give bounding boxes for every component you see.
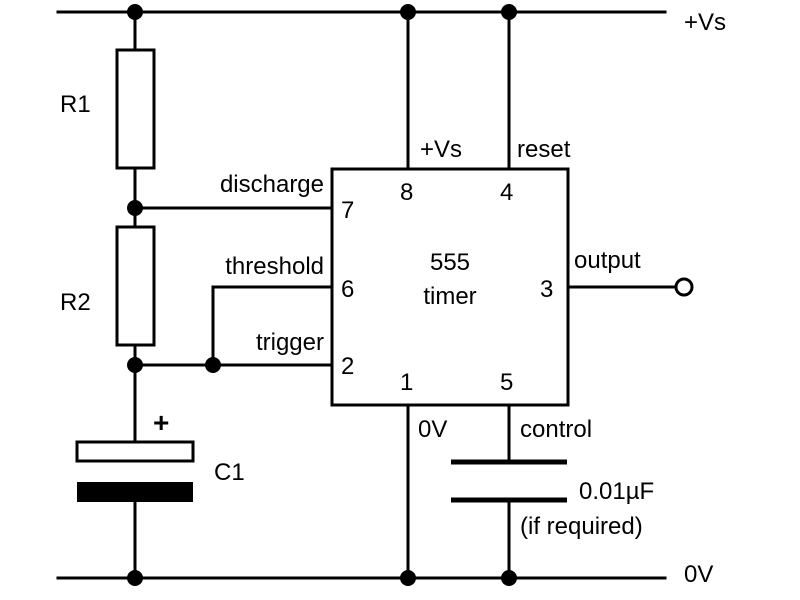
control-cap-note: (if required) bbox=[520, 513, 643, 540]
pin4-number: 4 bbox=[500, 179, 513, 206]
capacitor-c1-plate-positive bbox=[75, 440, 195, 463]
pin2-number: 2 bbox=[341, 353, 354, 380]
positive-rail-label: +Vs bbox=[684, 9, 726, 36]
ground-rail-label: 0V bbox=[684, 561, 713, 588]
pin7-name: discharge bbox=[220, 171, 324, 198]
junction-dot bbox=[501, 570, 517, 586]
pin1-number: 1 bbox=[400, 369, 413, 396]
control-cap-value: 0.01µF bbox=[579, 478, 654, 505]
pin5-number: 5 bbox=[500, 369, 513, 396]
ic-name-line1: 555 bbox=[430, 249, 470, 276]
pin1-name: 0V bbox=[418, 416, 447, 443]
r1-label: R1 bbox=[60, 91, 91, 118]
pin5-name: control bbox=[520, 416, 592, 443]
junction-dot bbox=[127, 570, 143, 586]
pin6-number: 6 bbox=[341, 276, 354, 303]
pin8-name: +Vs bbox=[420, 136, 462, 163]
pin3-number: 3 bbox=[540, 276, 553, 303]
ic-name-line2: timer bbox=[423, 283, 476, 310]
junction-dot bbox=[205, 357, 221, 373]
capacitor-c1-plate-negative bbox=[77, 482, 193, 502]
junction-dot bbox=[127, 200, 143, 216]
resistor-r2 bbox=[115, 225, 156, 347]
pin3-name: output bbox=[574, 247, 641, 274]
pin8-number: 8 bbox=[400, 179, 413, 206]
pin7-number: 7 bbox=[341, 197, 354, 224]
r2-label: R2 bbox=[60, 289, 91, 316]
junction-dot bbox=[400, 570, 416, 586]
pin6-name: threshold bbox=[225, 253, 324, 280]
c1-label: C1 bbox=[214, 459, 245, 486]
resistor-r1 bbox=[115, 48, 156, 170]
junction-dot bbox=[127, 357, 143, 373]
output-terminal bbox=[674, 277, 694, 297]
c1-polarity-plus: + bbox=[153, 407, 169, 438]
wire-threshold bbox=[211, 285, 334, 367]
junction-dot bbox=[400, 4, 416, 20]
junction-dot bbox=[127, 4, 143, 20]
pin2-name: trigger bbox=[256, 329, 324, 356]
pin4-name: reset bbox=[517, 136, 571, 163]
junction-dot bbox=[501, 4, 517, 20]
